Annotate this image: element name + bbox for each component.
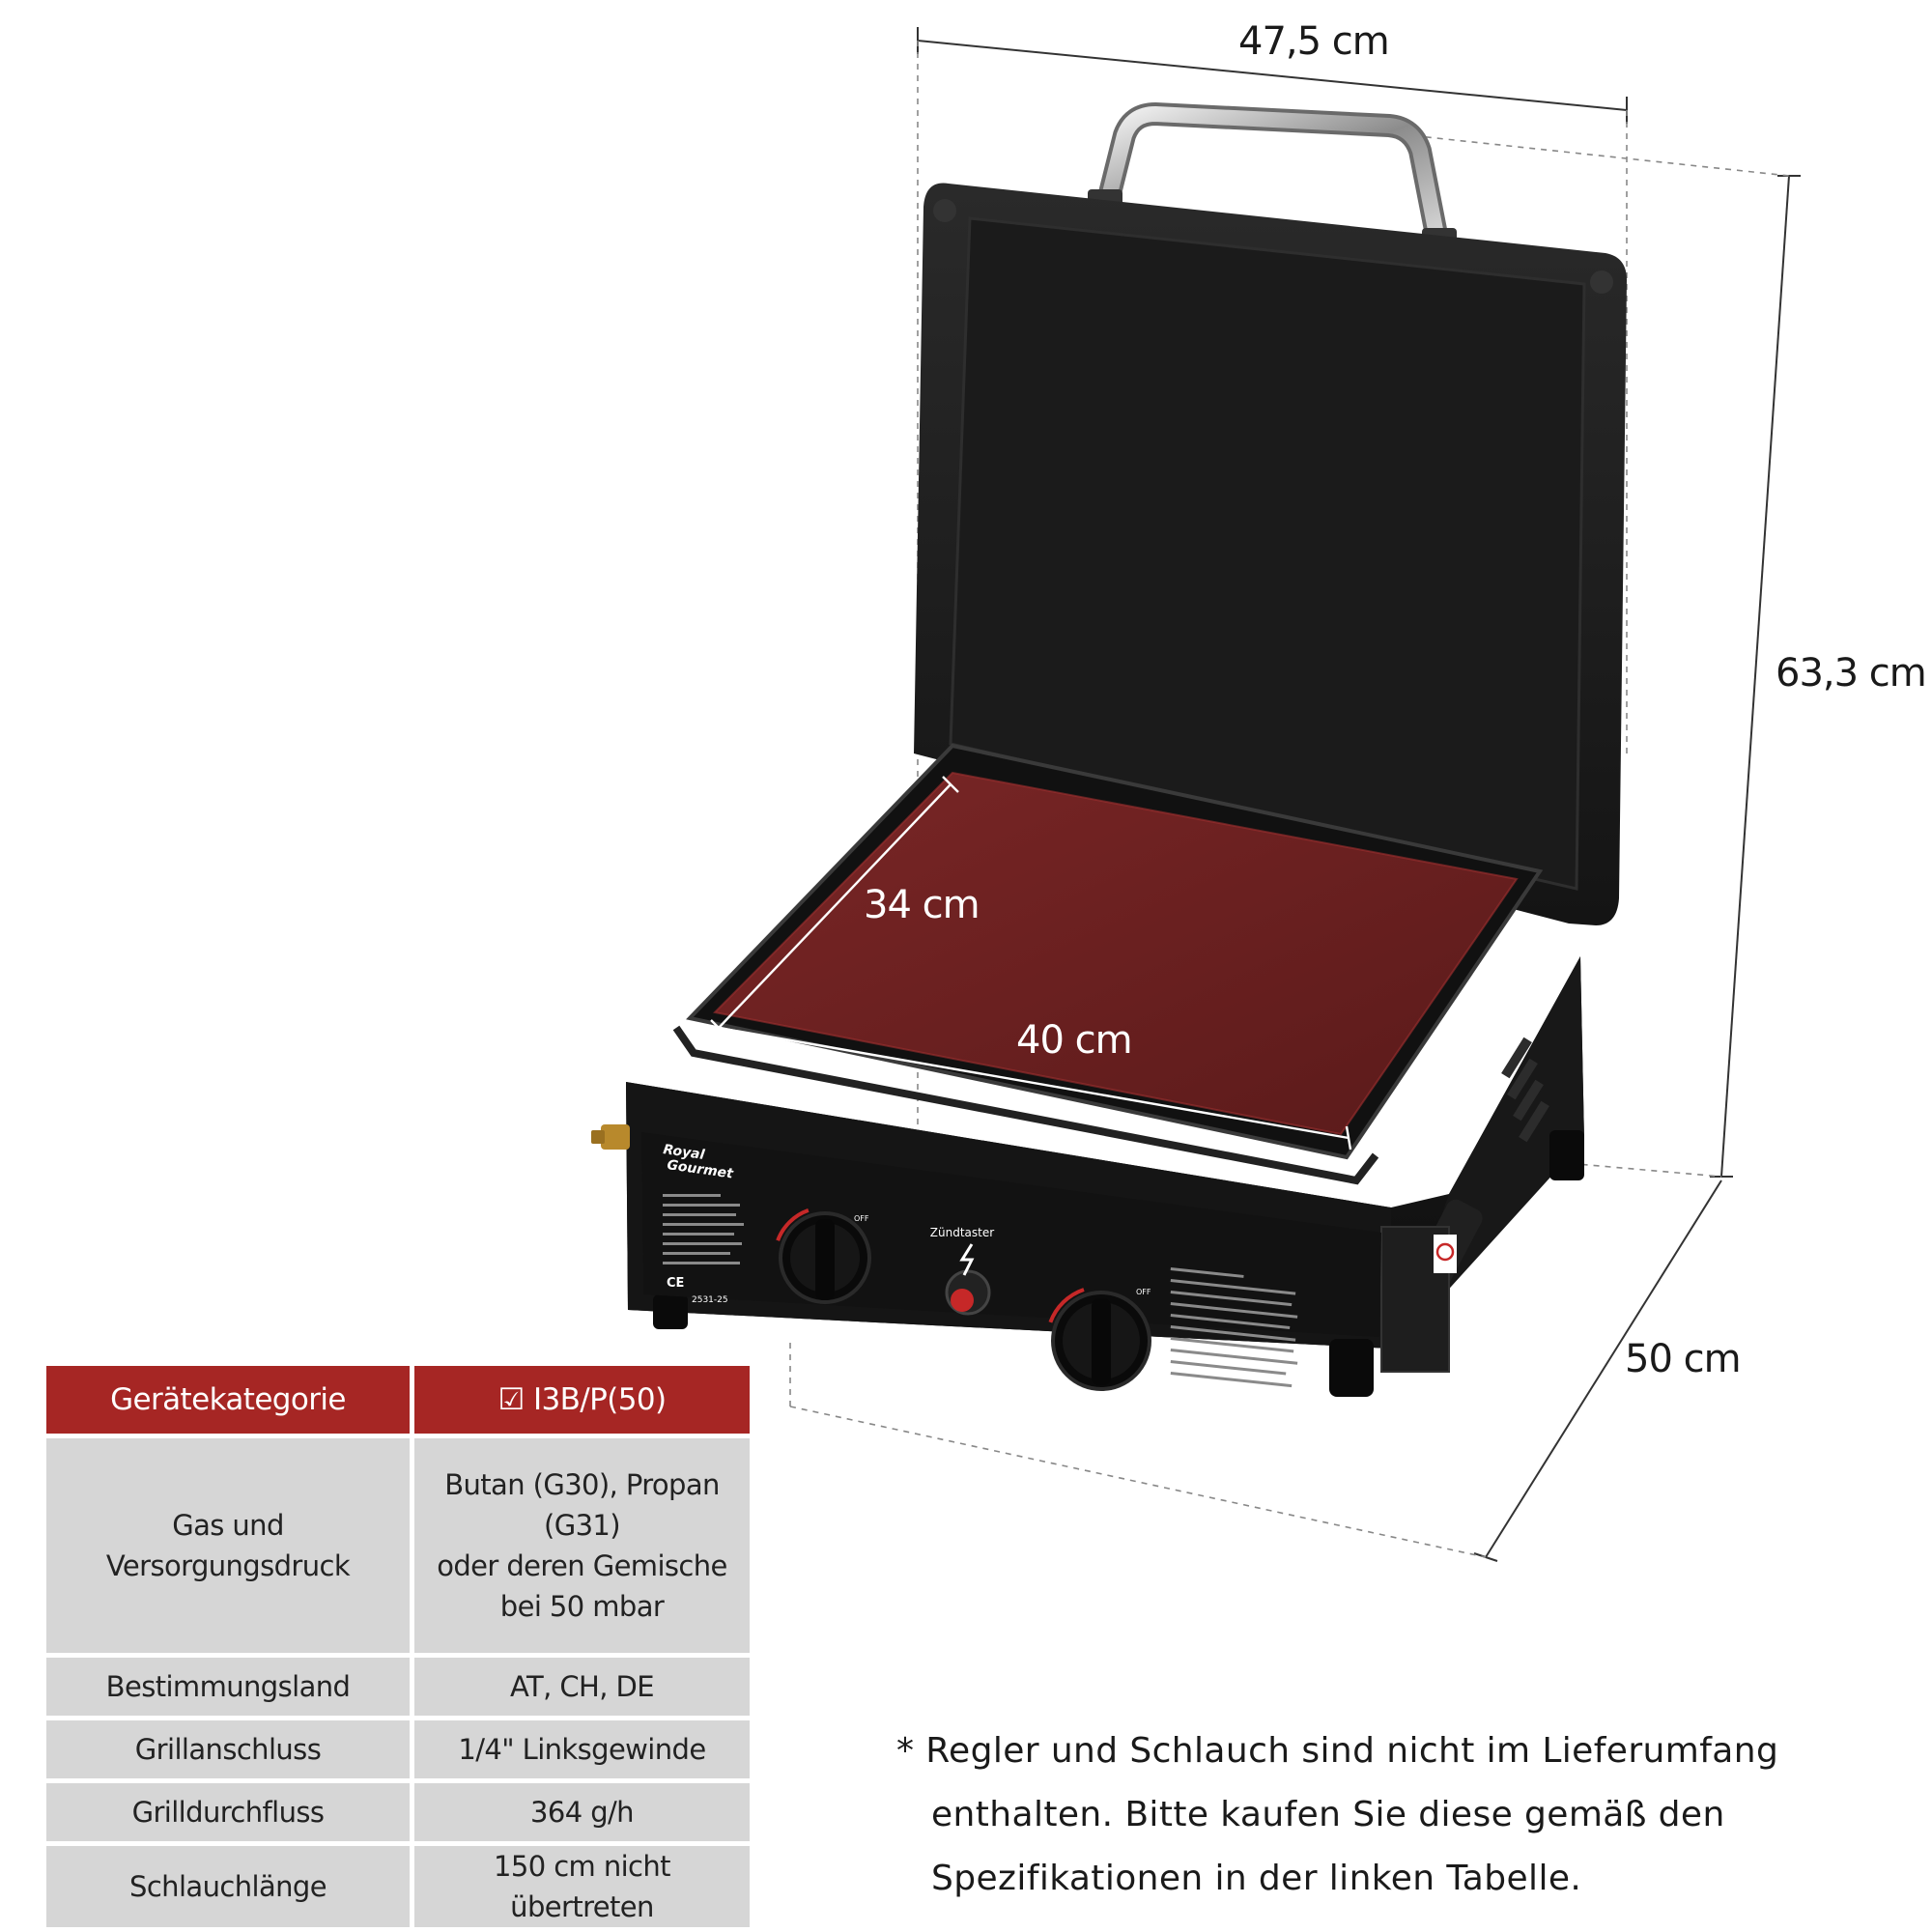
depth-dimension-label: 50 cm	[1625, 1337, 1742, 1381]
model-code: 2531-25	[692, 1295, 728, 1305]
ignition-instructions	[1170, 1267, 1298, 1388]
ce-mark: CE	[667, 1276, 684, 1291]
table-header-row: Gerätekategorie ☑ I3B/P(50)	[46, 1366, 750, 1434]
table-row: Schlauchlänge 150 cm nicht übertreten	[46, 1846, 750, 1927]
grill-leg	[1329, 1339, 1374, 1397]
note-line: * Regler und Schlauch sind nicht im Lief…	[896, 1731, 1779, 1771]
width-dimension-line	[917, 40, 1628, 111]
brand-logo: Royal	[662, 1142, 705, 1163]
control-knob-left[interactable]	[760, 1193, 889, 1321]
knob-off-label-left: OFF	[854, 1214, 869, 1223]
table-cell-value: 150 cm nicht übertreten	[414, 1846, 750, 1927]
plate-depth-label: 34 cm	[864, 883, 980, 927]
table-row: Grillanschluss 1/4" Linksgewinde	[46, 1720, 750, 1778]
spec-table: Gerätekategorie ☑ I3B/P(50) Gas und Vers…	[42, 1361, 754, 1932]
gas-connector	[591, 1124, 630, 1150]
height-dimension-line	[1720, 175, 1790, 1178]
side-vents	[1501, 1037, 1549, 1143]
ignition-button[interactable]	[945, 1269, 991, 1316]
width-dimension-label: 47,5 cm	[1238, 19, 1390, 64]
grill-leg	[653, 1294, 688, 1329]
note-line: enthalten. Bitte kaufen Sie diese gemäß …	[931, 1795, 1725, 1834]
lightning-icon	[959, 1243, 975, 1276]
table-cell-value: Butan (G30), Propan (G31) oder deren Gem…	[414, 1438, 750, 1653]
knob-off-label-right: OFF	[1136, 1288, 1151, 1296]
control-knob-right[interactable]	[1032, 1271, 1171, 1410]
table-cell-label: Grilldurchfluss	[46, 1783, 410, 1841]
table-row: Gas und Versorgungsdruck Butan (G30), Pr…	[46, 1438, 750, 1653]
ignition-label: Zündtaster	[930, 1226, 994, 1239]
table-header-value: ☑ I3B/P(50)	[414, 1366, 750, 1434]
supply-note: * Regler und Schlauch sind nicht im Lief…	[896, 1719, 1901, 1911]
table-cell-value: AT, CH, DE	[414, 1658, 750, 1716]
table-header-label: Gerätekategorie	[46, 1366, 410, 1434]
table-cell-label: Schlauchlänge	[46, 1846, 410, 1927]
table-row: Grilldurchfluss 364 g/h	[46, 1783, 750, 1841]
grill-lid	[914, 183, 1627, 925]
warning-label	[663, 1194, 744, 1264]
table-row: Bestimmungsland AT, CH, DE	[46, 1658, 750, 1716]
height-dimension-label: 63,3 cm	[1776, 651, 1927, 696]
table-cell-value: 1/4" Linksgewinde	[414, 1720, 750, 1778]
table-cell-label: Bestimmungsland	[46, 1658, 410, 1716]
note-line: Spezifikationen in der linken Tabelle.	[931, 1859, 1582, 1898]
table-cell-label: Grillanschluss	[46, 1720, 410, 1778]
plate-width-label: 40 cm	[1016, 1018, 1133, 1063]
table-cell-value: 364 g/h	[414, 1783, 750, 1841]
depth-dimension-line	[1485, 1179, 1722, 1558]
grill-leg	[1549, 1130, 1584, 1180]
control-panel: Zündtaster OFF OFF Royal Gourmet CE 2531…	[641, 1132, 1457, 1410]
plate-dimension-lines	[710, 776, 1352, 1151]
griddle-plate	[672, 743, 1544, 1185]
table-cell-label: Gas und Versorgungsdruck	[46, 1438, 410, 1653]
no-children-icon	[1434, 1235, 1457, 1273]
